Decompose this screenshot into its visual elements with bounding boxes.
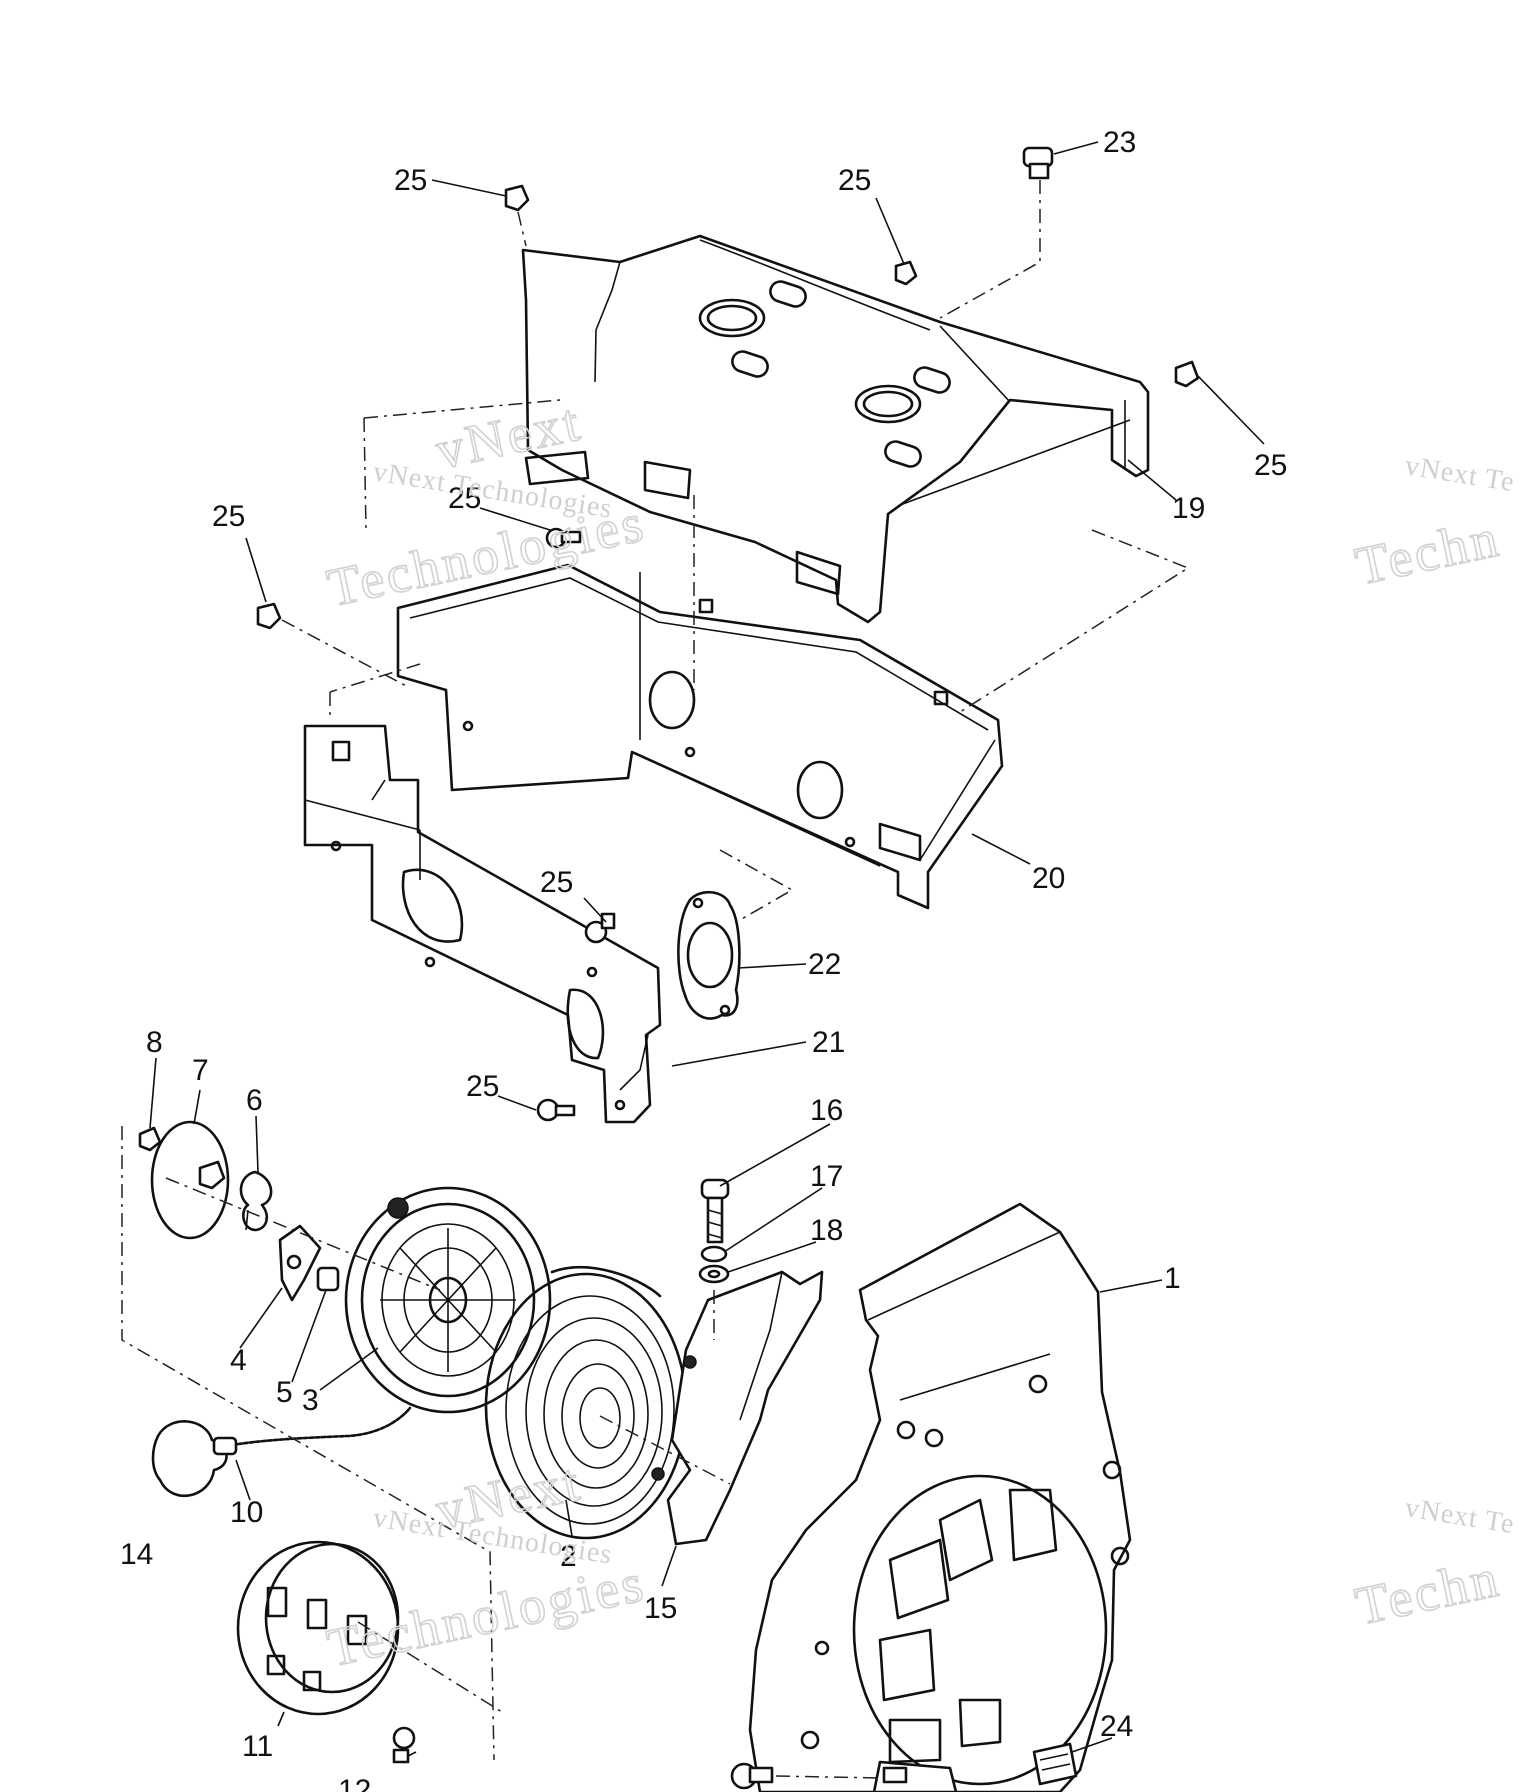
callout-20: 20 (1032, 862, 1065, 895)
assembly-lines-upper (329, 399, 1190, 921)
watermark-edge-line-lower: vNext Te (1403, 1492, 1517, 1540)
callout-25-lower: 25 (466, 1070, 499, 1103)
callout-7: 7 (192, 1054, 209, 1087)
bracket-part-15 (651, 1270, 824, 1546)
callout-8: 8 (146, 1026, 163, 1059)
callout-25-mid: 25 (540, 866, 573, 899)
callout-1: 1 (1164, 1262, 1181, 1295)
housing-part-1 (748, 1202, 1132, 1792)
pin-part-5 (316, 1266, 340, 1292)
callout-17: 17 (810, 1160, 843, 1193)
screw-part-25-upper-mid (545, 527, 582, 549)
callout-25-top-left: 25 (394, 164, 427, 197)
nut-part-25-top-right (1174, 360, 1200, 388)
lock-washer-part-17 (700, 1245, 728, 1263)
callout-2: 2 (560, 1540, 577, 1573)
callout-5: 5 (276, 1376, 293, 1409)
nut-part-25-left (256, 602, 411, 689)
callout-11: 11 (242, 1730, 273, 1763)
gasket-part-22 (677, 891, 741, 1020)
callout-22: 22 (808, 948, 841, 981)
callout-6: 6 (246, 1084, 263, 1117)
callout-24: 24 (1100, 1710, 1133, 1743)
watermark-right-lower: vNext Te Techn (1350, 1492, 1517, 1637)
handle-part-14 (151, 1420, 238, 1498)
screw-part-25-bottom (730, 1762, 908, 1790)
callout-23: 23 (1103, 126, 1136, 159)
bolt-part-23 (939, 146, 1054, 319)
assembly-lines-starter (121, 1126, 731, 1761)
lower-shroud-part-21 (303, 724, 662, 1124)
callout-16: 16 (810, 1094, 843, 1127)
callout-12: 12 (338, 1774, 371, 1792)
screw-part-25-lower (536, 1098, 576, 1122)
spring-part-2 (484, 1266, 688, 1540)
cup-part-11 (236, 1540, 400, 1716)
watermark-edge-word-upper: Techn (1350, 507, 1505, 596)
spring-clip-part-6 (239, 1170, 273, 1232)
shroud-part-20 (396, 563, 1004, 910)
washer-part-18 (698, 1264, 730, 1284)
callout-25-upper-mid: 25 (448, 482, 481, 515)
callout-19: 19 (1172, 492, 1205, 525)
watermark-edge-word-lower: Techn (1350, 1547, 1505, 1636)
callout-25-top-center: 25 (838, 164, 871, 197)
callout-25-left: 25 (212, 500, 245, 533)
callout-15: 15 (644, 1592, 677, 1625)
callout-14: 14 (120, 1538, 153, 1571)
starter-rope-part-10 (224, 1406, 412, 1448)
upper-shroud-part-19 (521, 234, 1150, 624)
callout-10: 10 (230, 1496, 263, 1529)
nut-part-8 (138, 1126, 162, 1152)
leader-lines (149, 141, 1265, 1757)
nut-part-25-top-left (504, 184, 530, 247)
nut-part-25-top-center (894, 260, 918, 286)
watermark-edge-line-upper: vNext Te (1403, 450, 1517, 498)
callout-25-top-right: 25 (1254, 449, 1287, 482)
bolt-part-16 (700, 1178, 730, 1244)
callout-3: 3 (302, 1384, 319, 1417)
pawl-part-4 (278, 1224, 322, 1302)
callout-18: 18 (810, 1214, 843, 1247)
clip-part-24 (1032, 1742, 1078, 1786)
plate-part-7 (150, 1120, 230, 1240)
callout-21: 21 (812, 1026, 845, 1059)
watermark-right-upper: vNext Te Techn (1350, 450, 1517, 597)
callout-4: 4 (230, 1344, 247, 1377)
screw-part-25-mid (584, 912, 616, 944)
screw-part-12 (392, 1726, 416, 1764)
reel-part-3 (344, 1186, 552, 1414)
callout-labels: 23 25 25 25 25 25 25 25 19 20 22 21 16 1… (120, 126, 1287, 1792)
